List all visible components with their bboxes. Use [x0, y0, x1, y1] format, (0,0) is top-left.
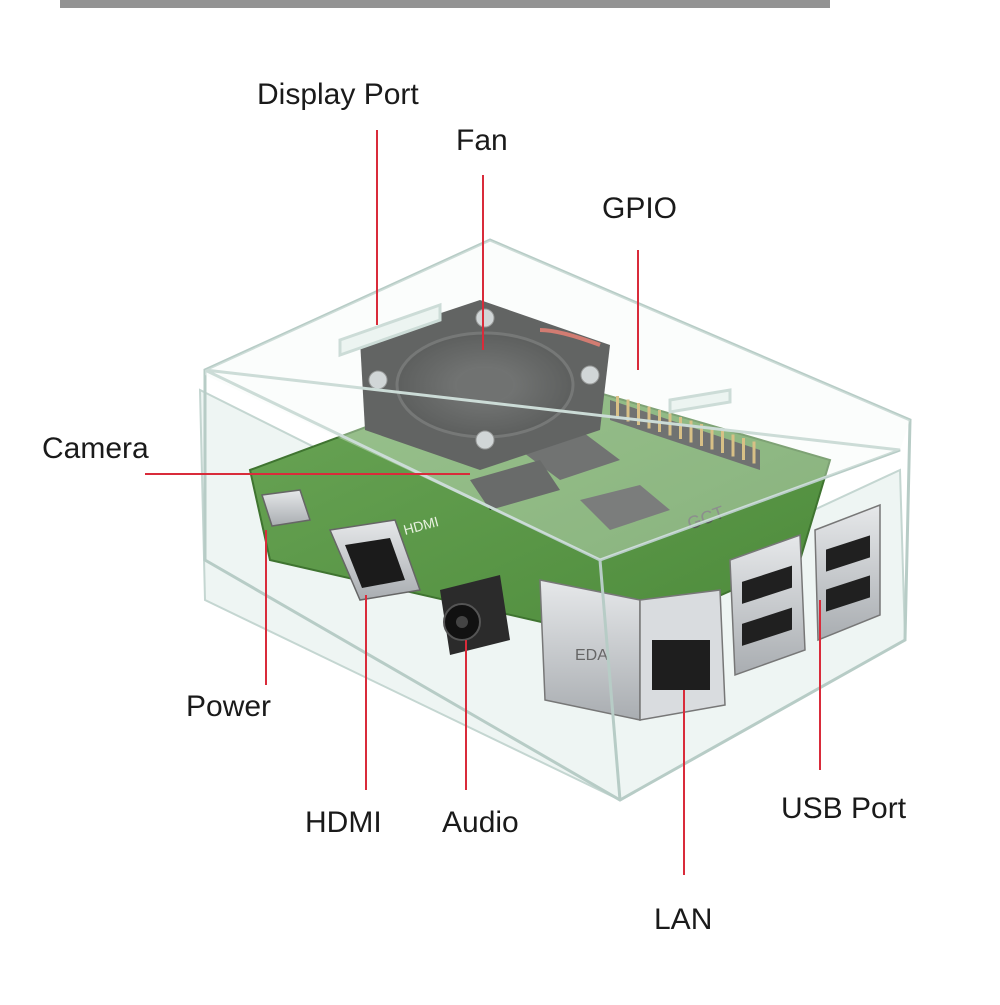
acrylic-lid-surface — [205, 240, 910, 560]
gpio-pin — [710, 427, 714, 450]
power-port — [261, 489, 311, 527]
lan-port: EDA — [539, 579, 726, 721]
gpio-pin — [700, 424, 703, 446]
leader-lines — [145, 130, 821, 875]
label-hdmi: HDMI — [305, 806, 382, 839]
label-display-port: Display Port — [257, 78, 419, 111]
gpio-pin — [637, 403, 640, 425]
label-lan: LAN — [654, 903, 713, 936]
usb-ports: GCT — [685, 502, 881, 677]
gpio-pin — [721, 431, 724, 453]
gpio-pin — [689, 420, 693, 443]
gpio-pin — [626, 399, 630, 422]
cooling-fan — [360, 300, 610, 470]
label-gpio: GPIO — [602, 192, 678, 225]
label-fan: Fan — [456, 124, 508, 157]
gpio-pin — [616, 396, 619, 418]
gpio-pin — [679, 417, 682, 439]
gpio-header — [610, 396, 760, 470]
label-camera: Camera — [42, 432, 149, 465]
audio-jack — [440, 575, 510, 655]
label-audio: Audio — [442, 806, 519, 839]
camera-connector — [470, 460, 560, 510]
gpio-pin — [752, 441, 756, 464]
lan-marking: EDA — [575, 647, 608, 664]
gpio-pin — [742, 438, 745, 460]
hdmi-port: HDMI — [328, 513, 440, 601]
label-power: Power — [186, 690, 272, 723]
acrylic-case-top — [203, 238, 912, 802]
label-usb-port: USB Port — [781, 792, 907, 825]
gpio-pin — [731, 434, 735, 457]
ram-chip — [580, 485, 670, 530]
cropped-heading-text — [60, 0, 830, 8]
gpio-pin — [647, 406, 651, 429]
